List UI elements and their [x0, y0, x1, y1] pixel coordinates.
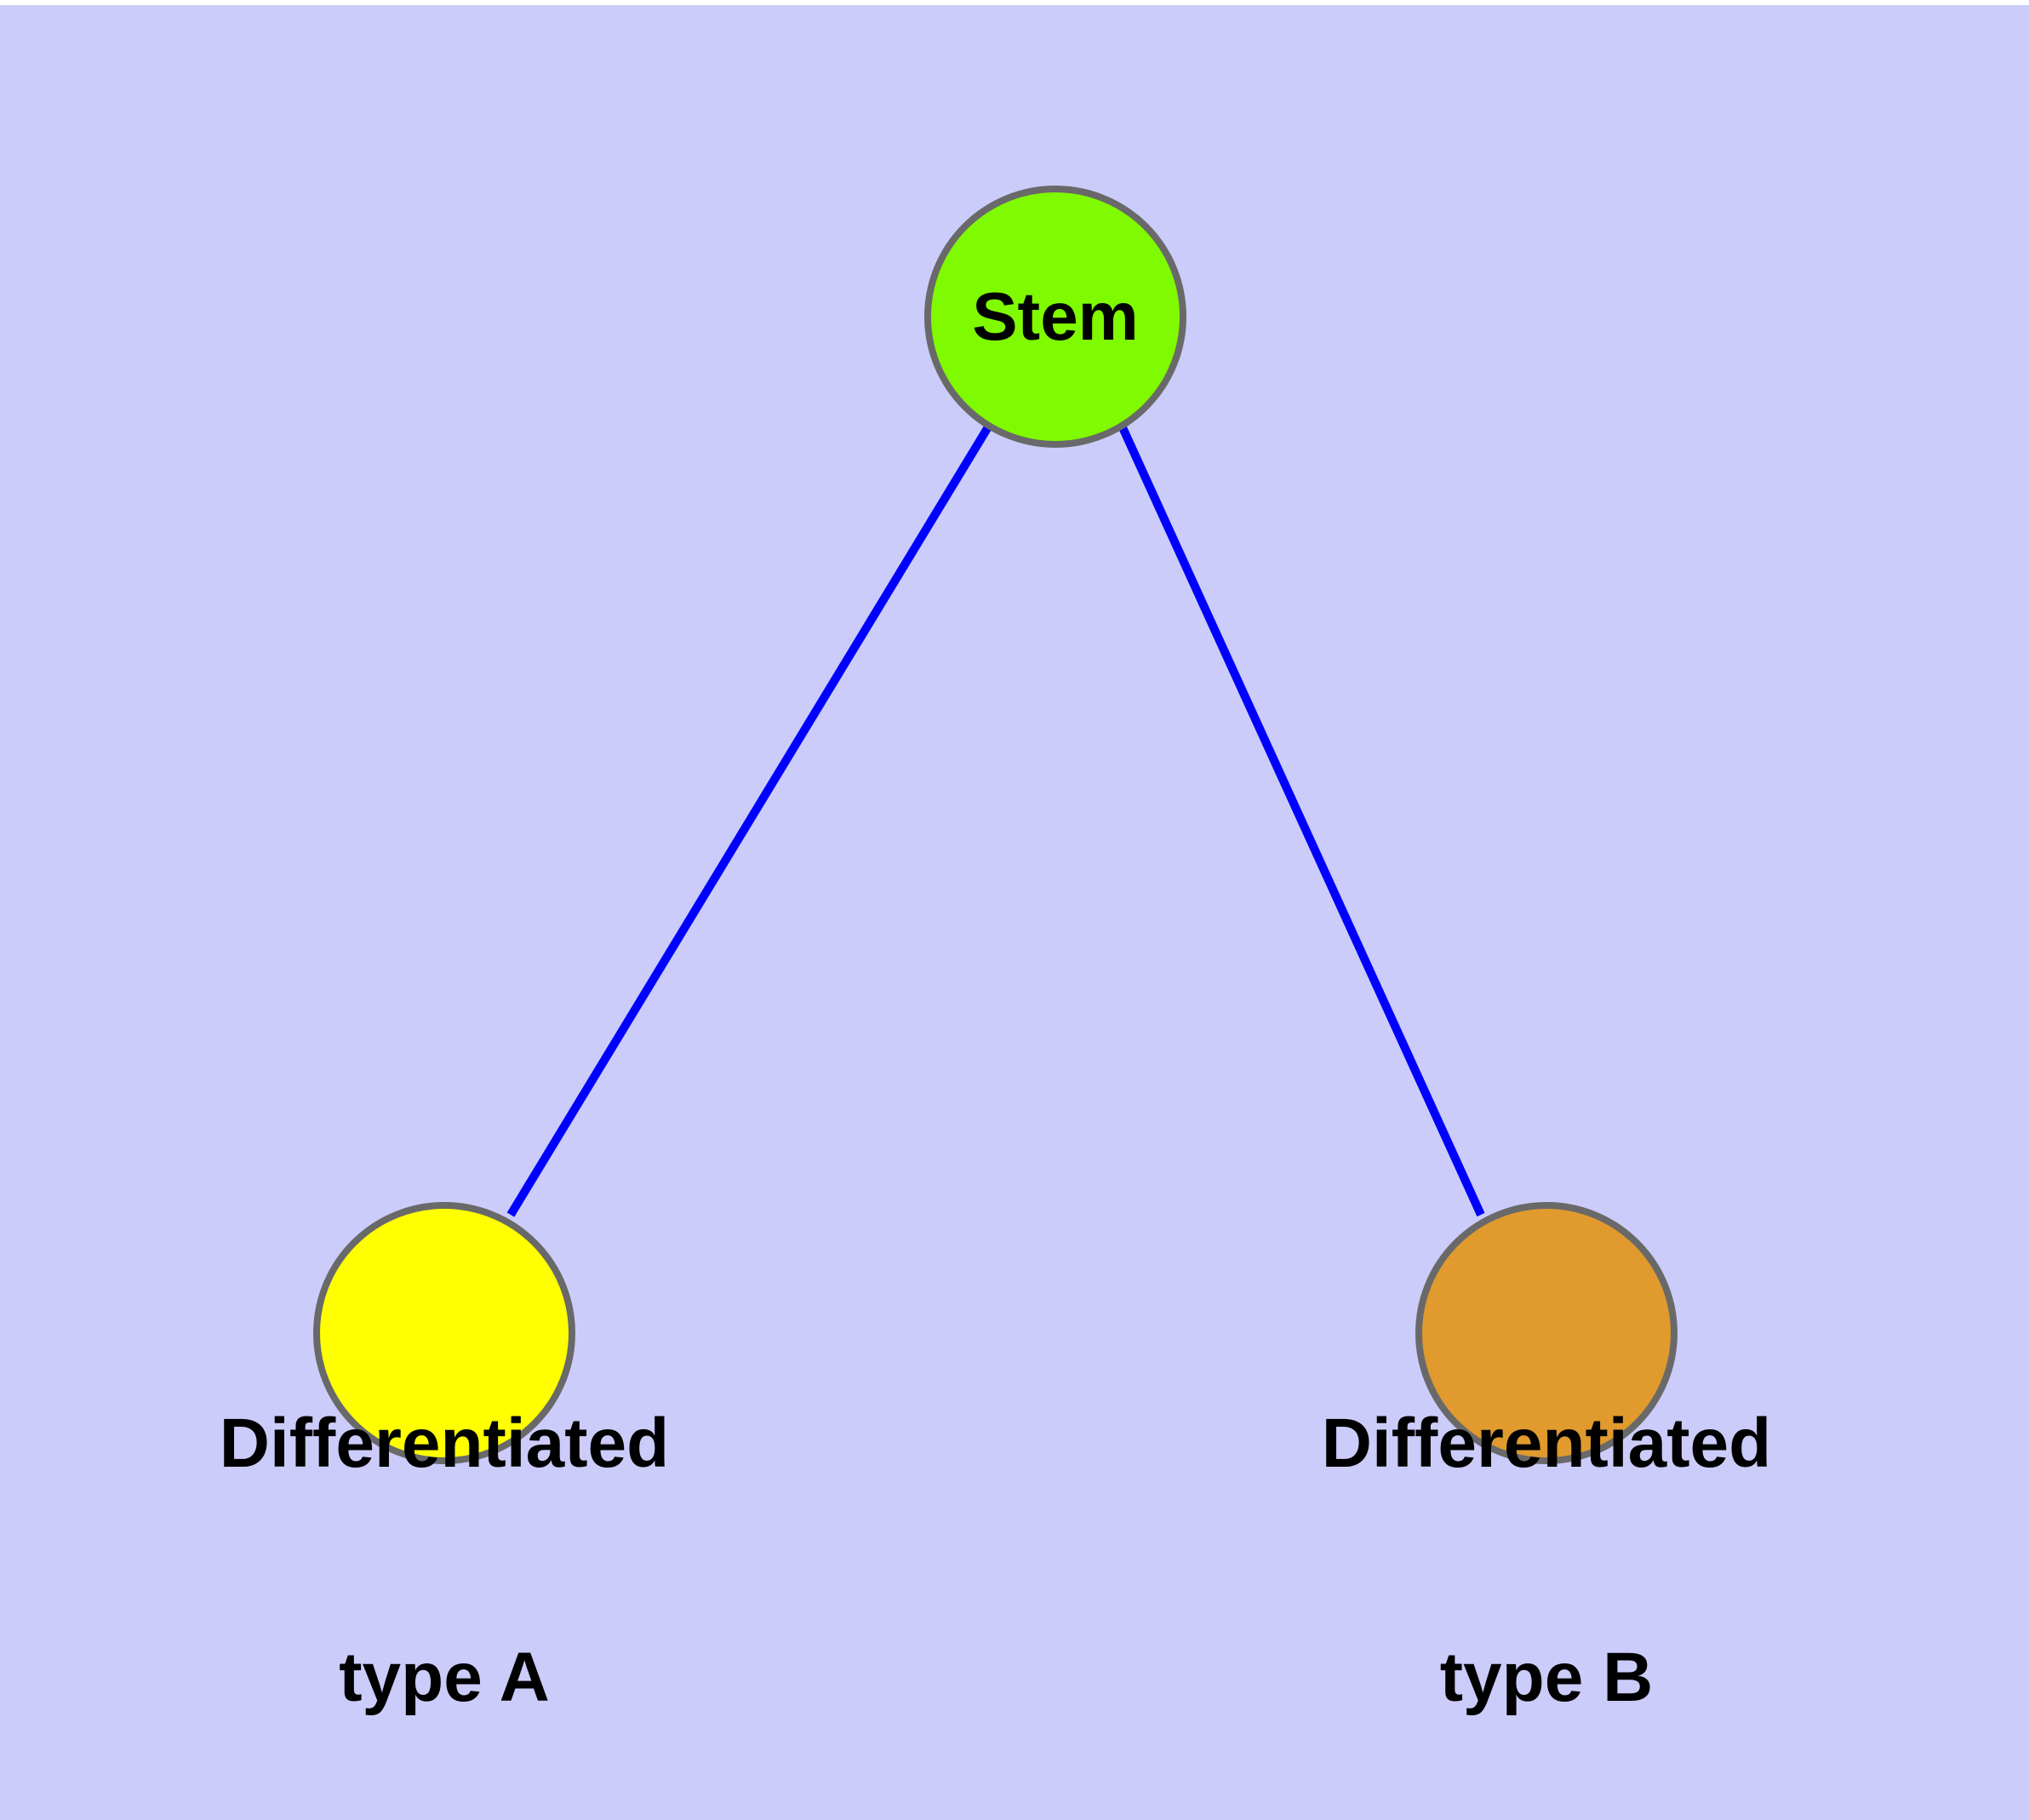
edge-stem-to-differentiated-type-b: [1117, 423, 1485, 1217]
node-differentiated-type-a-circle[interactable]: [313, 1202, 575, 1464]
node-stem-circle[interactable]: [924, 186, 1186, 448]
node-differentiated-type-b-circle[interactable]: [1415, 1202, 1677, 1464]
edge-stem-to-differentiated-type-a: [506, 423, 993, 1217]
top-white-strip: [0, 0, 2029, 5]
